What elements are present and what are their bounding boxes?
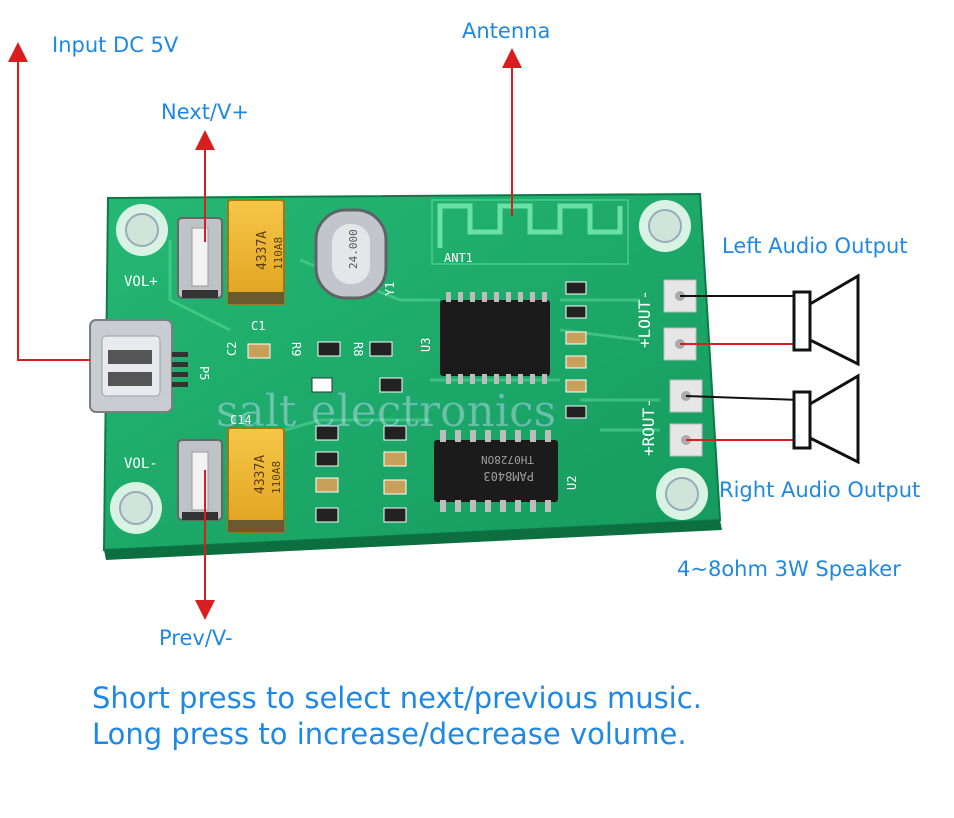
chip-u2-mark: PAM8403 <box>483 469 534 483</box>
silk-ant: ANT1 <box>444 251 473 265</box>
silk-rout: +ROUT- <box>639 398 658 456</box>
label-left-output: Left Audio Output <box>722 234 908 258</box>
output-pads <box>663 279 703 457</box>
silk-c1: C1 <box>251 319 265 333</box>
silk-lout: +LOUT- <box>635 290 654 348</box>
mounting-hole-tl <box>116 204 168 256</box>
capacitor-c14 <box>227 427 285 533</box>
silk-y1: Y1 <box>383 282 397 296</box>
label-prev: Prev/V- <box>159 626 233 650</box>
label-next: Next/V+ <box>161 100 249 124</box>
crystal-oscillator <box>314 208 388 300</box>
label-speaker-spec: 4~8ohm 3W Speaker <box>677 557 901 581</box>
arrows <box>8 42 522 620</box>
chip-u2 <box>434 430 558 512</box>
instructions: Short press to select next/previous musi… <box>92 680 702 752</box>
cap1-mark: 4337A <box>255 231 270 270</box>
speaker-icon-right <box>792 373 860 465</box>
speaker-icon-left <box>792 273 860 367</box>
mounting-hole-bl <box>110 482 162 534</box>
antenna-trace <box>437 203 623 248</box>
mounting-hole-br <box>656 468 708 520</box>
silk-r8: R8 <box>351 342 365 356</box>
chip-u2-code: TH0728ON <box>481 453 534 466</box>
button-vol-minus <box>177 439 223 521</box>
instruction-line-2: Long press to increase/decrease volume. <box>92 717 687 751</box>
mounting-hole-tr <box>639 200 691 252</box>
cap1-code: 110A8 <box>272 237 285 270</box>
silk-vol-plus: VOL+ <box>124 274 158 290</box>
speaker-wires <box>680 295 801 441</box>
cap2-mark: 4337A <box>253 455 268 494</box>
label-antenna: Antenna <box>462 19 551 43</box>
cap2-code: 110A8 <box>270 461 283 494</box>
silk-c14: C14 <box>230 413 252 427</box>
label-input-dc: Input DC 5V <box>52 33 179 57</box>
silk-p5: P5 <box>197 366 211 380</box>
silk-u3: U3 <box>419 338 433 352</box>
silk-c2: C2 <box>225 342 239 356</box>
button-vol-plus <box>177 217 223 299</box>
label-right-output: Right Audio Output <box>719 478 921 502</box>
silk-vol-minus: VOL- <box>124 456 158 472</box>
watermark-text: salt electronics <box>216 386 556 437</box>
capacitor-c1 <box>227 199 285 305</box>
pcb-edge <box>104 520 722 560</box>
crystal-mark: 24.000 <box>347 229 360 269</box>
silk-r9: R9 <box>289 342 303 356</box>
silk-u2: U2 <box>565 476 579 490</box>
smd-components <box>247 281 587 523</box>
instruction-line-1: Short press to select next/previous musi… <box>92 681 702 715</box>
chip-u3 <box>440 292 550 384</box>
arrow-input-dc <box>8 42 90 361</box>
micro-usb-connector <box>89 319 188 413</box>
